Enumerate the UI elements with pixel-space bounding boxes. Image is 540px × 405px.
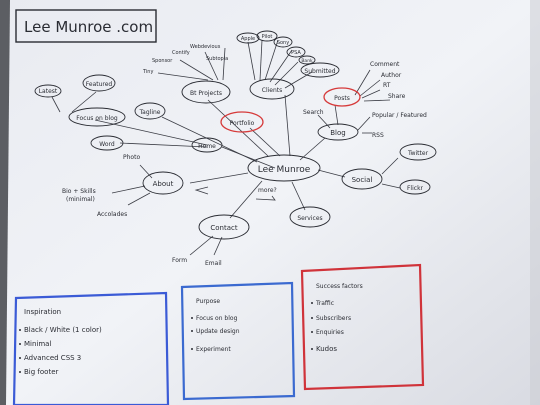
bubble-2-label: Pilot	[262, 34, 273, 40]
purpose-item-1: Focus on blog	[196, 315, 238, 322]
whiteboard	[6, 0, 540, 405]
services-label: Services	[297, 215, 322, 222]
posts-label: Posts	[334, 95, 350, 102]
webdevious-label: Webdevious	[190, 44, 221, 50]
bubble-5-label: Bank	[301, 58, 313, 64]
contify-label: Contify	[172, 50, 190, 56]
node-posts	[323, 87, 361, 107]
node-about	[142, 171, 184, 195]
search-label: Search	[303, 109, 324, 116]
more-label: more?	[258, 187, 277, 194]
photo-label: Photo	[123, 154, 140, 161]
flickr-label: Flickr	[407, 185, 424, 192]
node-featured	[82, 74, 116, 92]
bio-skills-label: Bio + Skills	[62, 188, 96, 195]
node-social	[341, 168, 383, 190]
comment-label: Comment	[370, 61, 400, 68]
tiny-label: Sponsor	[152, 58, 173, 64]
title-box	[15, 9, 157, 43]
bubble-1	[236, 32, 260, 44]
clients-label: Clients	[262, 87, 283, 94]
success-item-4: Kudos	[316, 345, 337, 353]
rss-label: RSS	[372, 132, 384, 139]
focus-on-blog-label: Focus on blog	[76, 115, 118, 122]
node-blog	[317, 123, 359, 141]
node-flickr	[399, 179, 431, 195]
node-word	[90, 135, 124, 151]
title: Lee Munroe .com	[24, 18, 153, 36]
inspiration-item-2: Minimal	[24, 340, 51, 348]
inspiration-heading: Inspiration	[24, 308, 61, 316]
node-services	[289, 206, 331, 228]
bubble-4-label: PSA	[291, 50, 301, 56]
twitter-label: Twitter	[407, 150, 429, 157]
inspiration-box	[12, 291, 170, 405]
success-box	[300, 263, 425, 391]
about-label: About	[153, 180, 174, 188]
rt-label: RT	[383, 82, 391, 89]
bubble-4	[286, 46, 306, 58]
sponsor-label: Tiny	[142, 69, 153, 75]
form-label: Form	[172, 257, 187, 264]
accolades-label: Accolades	[97, 211, 127, 218]
mindmap-lines	[51, 39, 401, 256]
blog-label: Blog	[330, 129, 345, 137]
bubble-3-label: Sony	[277, 40, 289, 46]
social-label: Social	[352, 176, 373, 184]
node-home	[191, 137, 223, 153]
home-label: Home	[198, 143, 216, 150]
success-heading: Success factors	[316, 283, 363, 290]
bubble-5	[298, 55, 316, 65]
email-label: Email	[205, 260, 222, 267]
node-twitter	[399, 143, 437, 161]
purpose-item-2: Update design	[196, 328, 240, 335]
contact-label: Contact	[210, 224, 237, 232]
node-clients	[249, 78, 295, 100]
success-item-1: Traffic	[315, 300, 334, 307]
author-label: Author	[381, 72, 402, 79]
inspiration-item-3: Advanced CSS 3	[24, 354, 81, 362]
submitted-label: Submitted	[304, 68, 335, 75]
node-bt-projects	[181, 80, 231, 104]
purpose-item-3: Experiment	[196, 346, 231, 353]
board-edge-right	[530, 0, 540, 405]
success-item-3: Enquiries	[316, 329, 344, 336]
tagline-label: Tagline	[139, 109, 161, 116]
success-item-2: Subscribers	[316, 315, 351, 322]
featured-label: Featured	[86, 81, 113, 88]
node-submitted	[300, 62, 340, 78]
node-center	[247, 154, 321, 182]
latest-label: Latest	[39, 88, 58, 95]
portfolio-label: Portfolio	[230, 120, 255, 127]
popular-featured-label: Popular / Featured	[372, 112, 427, 119]
purpose-heading: Purpose	[196, 298, 220, 305]
node-tagline	[134, 102, 166, 120]
inspiration-item-4: Big footer	[24, 368, 58, 376]
bubble-1-label: Apple	[241, 36, 255, 42]
node-portfolio	[220, 111, 264, 133]
node-latest	[34, 84, 62, 98]
bubble-3	[273, 36, 293, 48]
subtopia-label: Subtopia	[206, 56, 228, 62]
bullets	[19, 302, 313, 373]
bt-projects-label: Bt Projects	[190, 90, 222, 97]
center-label: Lee Munroe	[258, 165, 311, 175]
purpose-box	[180, 281, 296, 401]
node-focus-on-blog	[68, 107, 126, 127]
share-label: Share	[388, 93, 406, 100]
bubble-2	[256, 30, 278, 42]
word-label: Word	[99, 141, 115, 148]
node-contact	[198, 214, 250, 240]
minimal-note: (minimal)	[66, 196, 95, 203]
inspiration-item-1: Black / White (1 color)	[24, 326, 102, 334]
